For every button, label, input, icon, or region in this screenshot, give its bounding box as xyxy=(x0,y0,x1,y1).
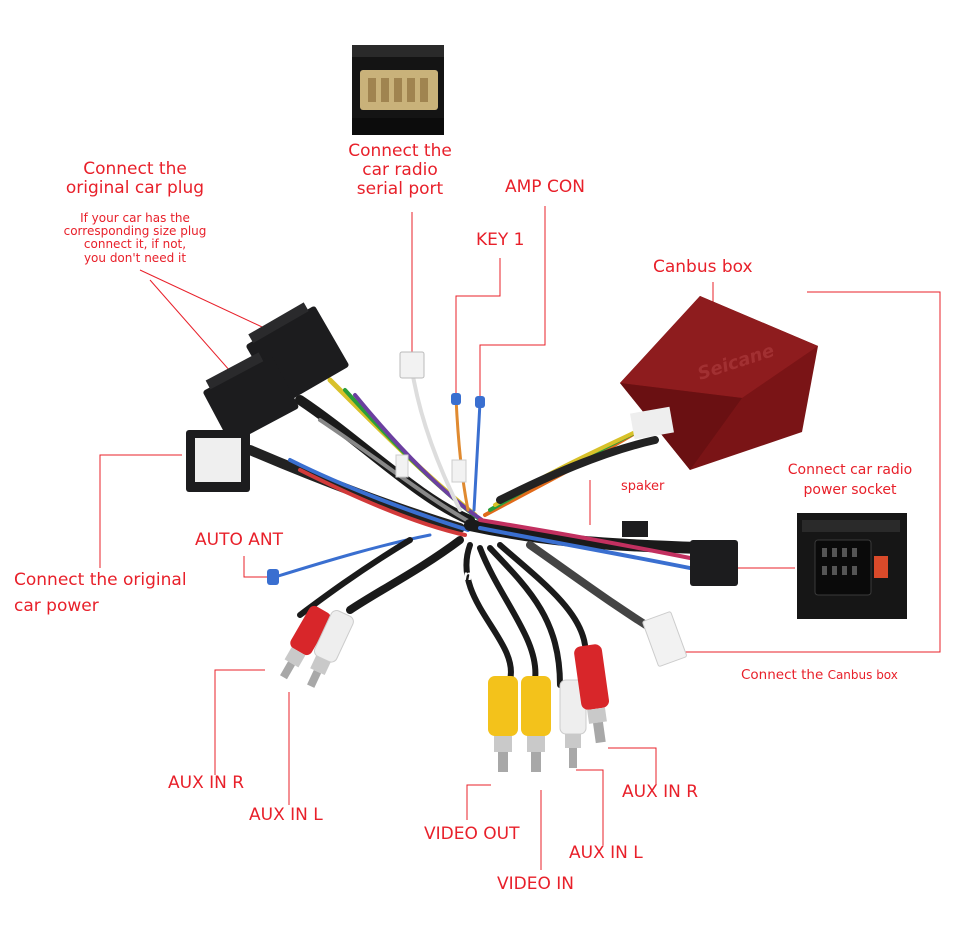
leader-aux-l-right xyxy=(576,769,604,845)
canbus-box xyxy=(620,296,818,470)
label-aux-in-r-right: AUX IN R xyxy=(622,782,699,802)
label-aux-in-r-left: AUX IN R xyxy=(168,773,245,793)
label-video-in: VIDEO IN xyxy=(497,874,574,894)
label-canbus-box: Canbus box xyxy=(653,257,753,277)
leader-video-out xyxy=(466,784,491,820)
power-connector xyxy=(622,521,738,667)
blue-pins xyxy=(267,393,485,585)
label-original-car-plug-note: If your car has the corresponding size p… xyxy=(63,211,207,265)
leader-orig-power xyxy=(99,454,182,568)
label-speaker: spaker xyxy=(621,479,665,494)
label-aux-in-l-left: AUX IN L xyxy=(249,805,323,825)
leader-amp-con xyxy=(479,206,546,400)
label-video-out: VIDEO OUT xyxy=(424,824,520,844)
label-connect-canbus-prefix: Connect the xyxy=(741,667,824,683)
label-amp-con: AMP CON xyxy=(505,177,585,197)
label-power-socket: Connect car radio power socket xyxy=(787,462,913,499)
cable-brand-mark: Seicane xyxy=(424,569,481,584)
leader-lines xyxy=(99,206,941,870)
label-original-car-plug: Connect the original car plug xyxy=(65,159,205,199)
label-original-car-power: Connect the original car power xyxy=(14,570,187,616)
leader-aux-r-right xyxy=(608,747,657,785)
white-clips xyxy=(395,351,467,483)
label-serial-port: Connect the car radio serial port xyxy=(348,141,452,200)
leader-auto-ant xyxy=(243,556,272,578)
label-connect-canbus-suffix: Canbus box xyxy=(827,668,898,682)
serial-port-photo xyxy=(352,45,444,135)
leader-aux-r-left xyxy=(214,669,265,775)
label-key1: KEY 1 xyxy=(476,230,525,250)
leader-key1 xyxy=(455,258,501,395)
wire-bundle xyxy=(245,368,706,688)
rca-plugs xyxy=(280,605,609,772)
label-connect-canbus: Connect the Canbus box xyxy=(741,667,898,683)
car-plug-connectors xyxy=(186,302,349,492)
label-auto-ant: AUTO ANT xyxy=(195,530,283,550)
leader-canbus-return xyxy=(680,291,941,653)
label-aux-in-l-right: AUX IN L xyxy=(569,843,643,863)
power-socket-photo xyxy=(797,513,907,619)
